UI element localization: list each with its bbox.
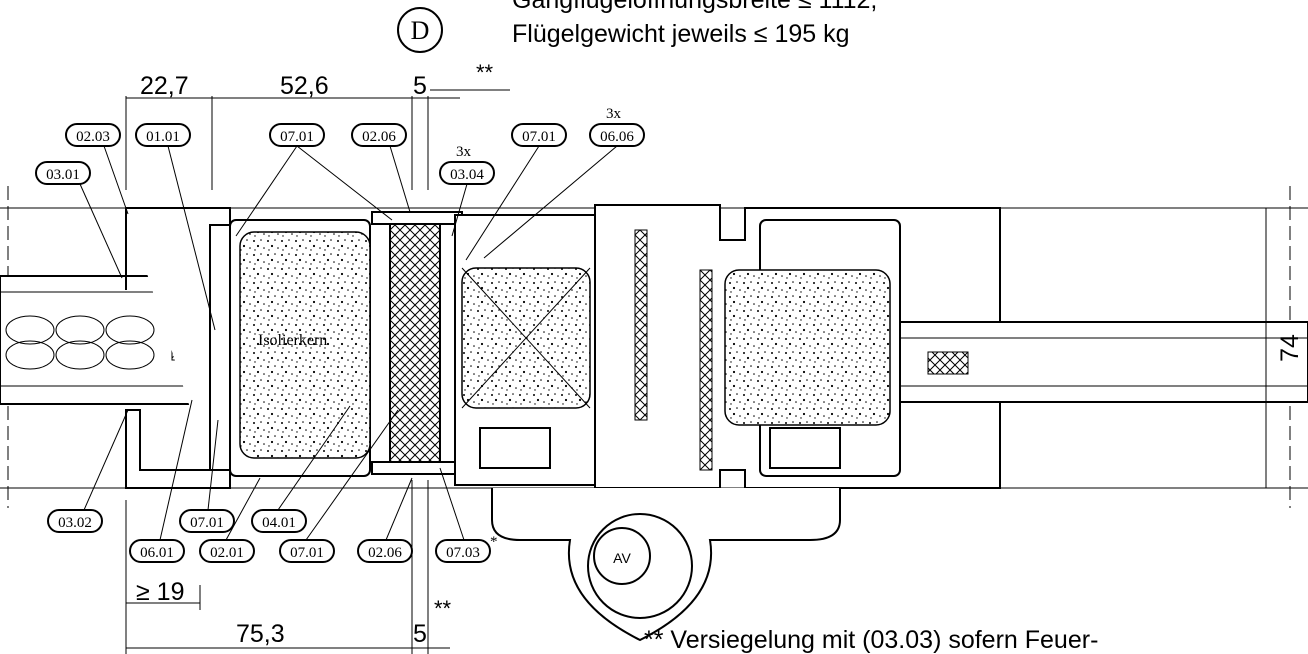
label-07-03: 07.03 bbox=[435, 539, 491, 563]
dim-75-3: 75,3 bbox=[236, 620, 285, 648]
leader-lines bbox=[79, 145, 618, 541]
bottom-dimensions bbox=[125, 480, 450, 654]
svg-text:02.03: 02.03 bbox=[76, 129, 110, 145]
label-03-04-count: 3x bbox=[456, 144, 472, 160]
label-06-01: 06.01 bbox=[129, 539, 185, 563]
footnote: ** Versiegelung mit (03.03) sofern Feuer… bbox=[644, 626, 1098, 654]
svg-text:04.01: 04.01 bbox=[262, 515, 296, 531]
svg-text:03.02: 03.02 bbox=[58, 515, 92, 531]
dim-52-6: 52,6 bbox=[280, 72, 329, 100]
svg-text:07.01: 07.01 bbox=[522, 129, 556, 145]
label-03-04: 03.04 bbox=[439, 161, 495, 185]
svg-text:07.03: 07.03 bbox=[446, 545, 480, 561]
label-01-01: 01.01 bbox=[135, 123, 191, 147]
svg-text:07.01: 07.01 bbox=[290, 545, 324, 561]
label-04-01: 04.01 bbox=[251, 509, 307, 533]
svg-text:06.06: 06.06 bbox=[600, 129, 634, 145]
svg-text:07.01: 07.01 bbox=[280, 129, 314, 145]
dim-5-bottom: 5 bbox=[413, 620, 427, 648]
label-06-06: 06.06 bbox=[589, 123, 645, 147]
bottom-double-star: ** bbox=[434, 596, 452, 621]
header-line-2: Flügelgewicht jeweils ≤ 195 kg bbox=[512, 20, 850, 48]
label-07-01-right: 07.01 bbox=[511, 123, 567, 147]
dim-min-19: ≥ 19 bbox=[136, 578, 184, 606]
svg-text:07.01: 07.01 bbox=[190, 515, 224, 531]
svg-text:03.04: 03.04 bbox=[450, 167, 484, 183]
svg-text:02.01: 02.01 bbox=[210, 545, 244, 561]
svg-text:02.06: 02.06 bbox=[368, 545, 402, 561]
dim-74: 74 bbox=[1276, 334, 1304, 362]
label-07-01-top: 07.01 bbox=[269, 123, 325, 147]
label-03-02: 03.02 bbox=[47, 509, 103, 533]
label-02-06-bottom: 02.06 bbox=[357, 539, 413, 563]
label-07-01-bottom-left: 07.01 bbox=[179, 509, 235, 533]
label-07-03-star: * bbox=[490, 534, 498, 550]
dim-22-7: 22,7 bbox=[140, 72, 189, 100]
header-line-1: Gangflügelöffnungsbreite ≤ 1112, bbox=[512, 0, 877, 14]
label-02-01: 02.01 bbox=[199, 539, 255, 563]
svg-text:02.06: 02.06 bbox=[362, 129, 396, 145]
svg-text:01.01: 01.01 bbox=[146, 129, 180, 145]
logo-av: AV bbox=[613, 550, 631, 566]
label-07-01-bottom-mid: 07.01 bbox=[279, 539, 335, 563]
svg-text:D: D bbox=[411, 16, 430, 45]
dim-5-top: 5 bbox=[413, 72, 427, 100]
top-dimensions bbox=[125, 89, 510, 190]
label-02-03: 02.03 bbox=[65, 123, 121, 147]
profile-outlines: Isolierkern AV bbox=[0, 186, 1308, 642]
label-03-01: 03.01 bbox=[35, 161, 91, 185]
svg-text:06.01: 06.01 bbox=[140, 545, 174, 561]
detail-marker: D bbox=[397, 7, 443, 53]
svg-text:03.01: 03.01 bbox=[46, 167, 80, 183]
label-02-06-top: 02.06 bbox=[351, 123, 407, 147]
top-double-star: ** bbox=[476, 60, 494, 85]
core-label: Isolierkern bbox=[258, 332, 327, 349]
label-06-06-count: 3x bbox=[606, 106, 622, 122]
